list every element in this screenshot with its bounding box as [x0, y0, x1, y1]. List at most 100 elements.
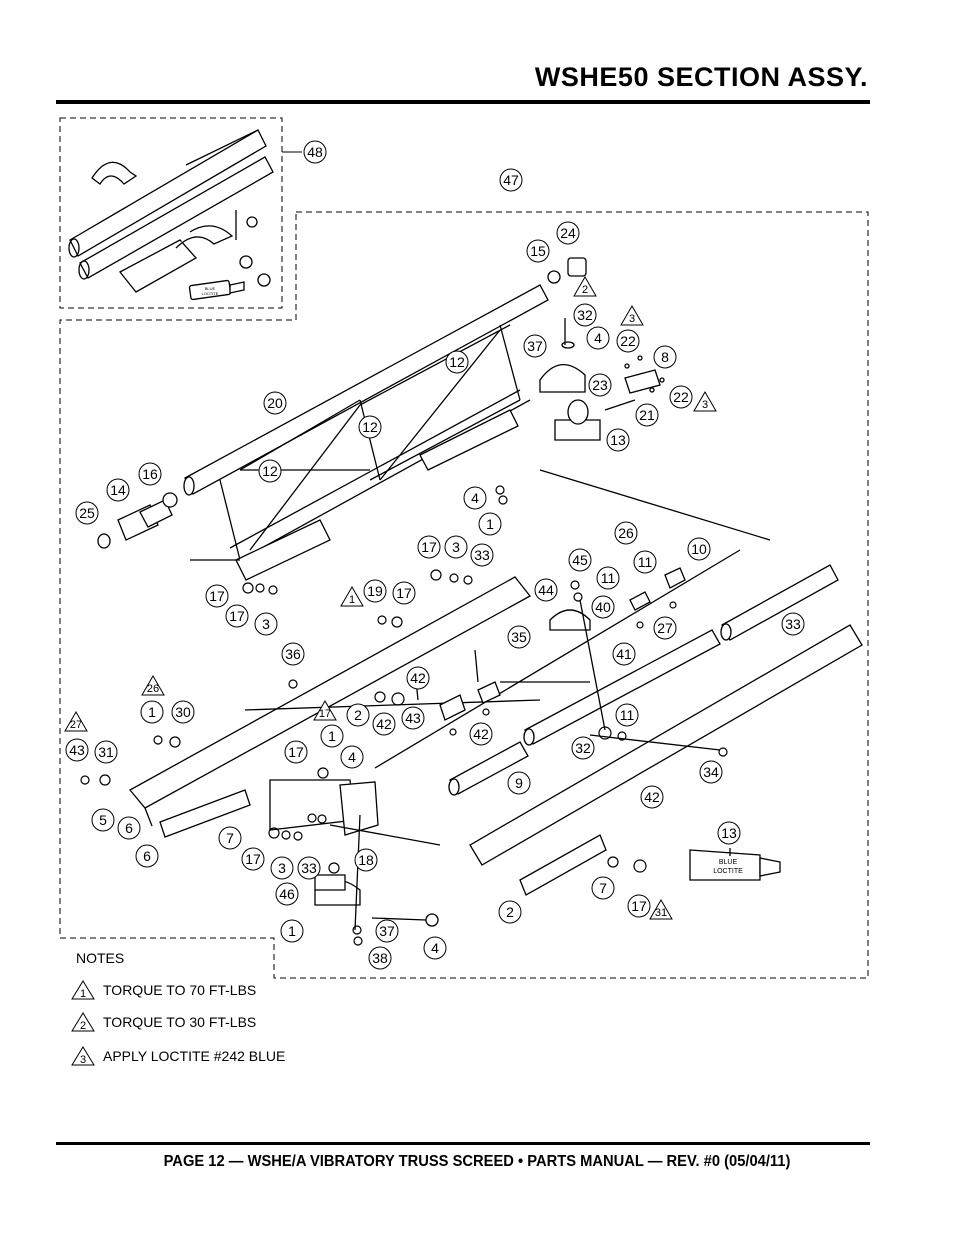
- note-flag-callout: 17: [313, 700, 337, 721]
- callout-number: 7: [599, 880, 607, 896]
- loctite-tube: [689, 848, 781, 881]
- page-title: WSHE50 SECTION ASSY.: [534, 62, 868, 92]
- part-callout: 31: [94, 740, 118, 764]
- part-callout: 4: [423, 936, 447, 960]
- note-text: TORQUE TO 70 FT-LBS: [103, 982, 257, 998]
- note-flag-callout: 3: [693, 391, 717, 412]
- kit-dashed-box: [59, 117, 283, 309]
- callout-number: 45: [572, 552, 588, 568]
- part-callout: 8: [653, 345, 677, 369]
- callout-number: 7: [226, 830, 234, 846]
- callout-number: 26: [147, 683, 159, 695]
- part-callout: 25: [75, 501, 99, 525]
- callout-number: 15: [530, 243, 546, 259]
- loctite-label-1: BLUE: [719, 859, 738, 866]
- note-text: TORQUE TO 30 FT-LBS: [103, 1014, 257, 1030]
- part-callout: 17: [205, 584, 229, 608]
- part-callout: 47: [499, 168, 523, 192]
- part-callout: 7: [591, 876, 615, 900]
- callout-number: 17: [209, 588, 225, 604]
- part-callout: 37: [375, 919, 399, 943]
- part-callout: 42: [469, 722, 493, 746]
- note-flag-callout: 26: [141, 675, 165, 696]
- callout-number: 6: [143, 848, 151, 864]
- part-callout: 11: [633, 550, 657, 574]
- callout-number: 13: [610, 432, 626, 448]
- part-callout: 4: [586, 326, 610, 350]
- callout-number: 21: [639, 407, 655, 423]
- callout-number: 12: [362, 419, 378, 435]
- part-callout: 1: [140, 700, 164, 724]
- callout-number: 17: [229, 608, 245, 624]
- callout-number: 5: [99, 812, 107, 828]
- part-callout: 45: [568, 548, 592, 572]
- part-callout: 1: [320, 724, 344, 748]
- part-callout: 41: [612, 642, 636, 666]
- part-callout: 6: [117, 816, 141, 840]
- callout-number: 42: [376, 716, 392, 732]
- note-triangle-icon: 3: [71, 1046, 95, 1066]
- callout-number: 3: [702, 399, 708, 411]
- footer-rule: [56, 1142, 870, 1145]
- callout-number: 8: [661, 349, 669, 365]
- callout-number: 22: [620, 333, 636, 349]
- part-callout: 34: [699, 760, 723, 784]
- note-flag-callout: 2: [573, 276, 597, 297]
- callout-number: 2: [582, 284, 588, 296]
- callout-number: 3: [262, 616, 270, 632]
- part-callout: 5: [91, 808, 115, 832]
- part-callout: 15: [526, 239, 550, 263]
- part-callout: 18: [354, 848, 378, 872]
- callout-number: 6: [125, 820, 133, 836]
- part-callout: 42: [406, 666, 430, 690]
- notes-heading: NOTES: [76, 950, 125, 966]
- callout-number: 30: [175, 704, 191, 720]
- callout-number: 17: [319, 708, 331, 720]
- hardware: [80, 485, 728, 946]
- part-callout: 4: [463, 486, 487, 510]
- part-callout: 22: [669, 385, 693, 409]
- truss-frame: [183, 284, 771, 581]
- callout-number: 38: [372, 950, 388, 966]
- callout-number: 12: [449, 354, 465, 370]
- callout-number: 4: [431, 940, 439, 956]
- callout-number: 11: [620, 707, 635, 723]
- part-callout: 35: [507, 625, 531, 649]
- callout-number: 37: [527, 338, 543, 354]
- svg-text:2: 2: [80, 1020, 86, 1032]
- part-callout: 37: [523, 334, 547, 358]
- callout-number: 12: [262, 463, 278, 479]
- note-flag-callout: 3: [620, 305, 644, 326]
- callout-number: 36: [285, 646, 301, 662]
- part-callout: 2: [346, 703, 370, 727]
- part-callout: 1: [478, 512, 502, 536]
- callout-number: 27: [70, 719, 82, 731]
- note-flag-callout: 31: [649, 899, 673, 920]
- callout-number: 34: [703, 764, 719, 780]
- part-callout: 22: [616, 329, 640, 353]
- part-callout: 11: [596, 566, 620, 590]
- part-callout: 19: [363, 579, 387, 603]
- loctite-label-small-2: LOCTITE: [202, 291, 219, 296]
- callout-number: 18: [358, 852, 374, 868]
- callout-number: 32: [577, 307, 593, 323]
- kit-parts: [68, 129, 274, 301]
- callout-number: 42: [473, 726, 489, 742]
- callout-number: 11: [638, 554, 653, 570]
- part-callout: 16: [138, 462, 162, 486]
- callout-number: 43: [69, 742, 85, 758]
- part-callout: 17: [284, 740, 308, 764]
- callout-number: 9: [515, 775, 523, 791]
- callout-number: 14: [110, 482, 126, 498]
- callout-number: 4: [594, 330, 602, 346]
- part-callout: 1: [280, 919, 304, 943]
- callout-number: 42: [410, 670, 426, 686]
- part-callout: 2: [498, 900, 522, 924]
- callout-number: 41: [616, 646, 632, 662]
- part-callout: 9: [507, 771, 531, 795]
- callout-number: 17: [396, 585, 412, 601]
- callout-number: 3: [629, 313, 635, 325]
- callout-number: 44: [538, 582, 554, 598]
- loctite-label-small-1: BLUE: [205, 286, 216, 291]
